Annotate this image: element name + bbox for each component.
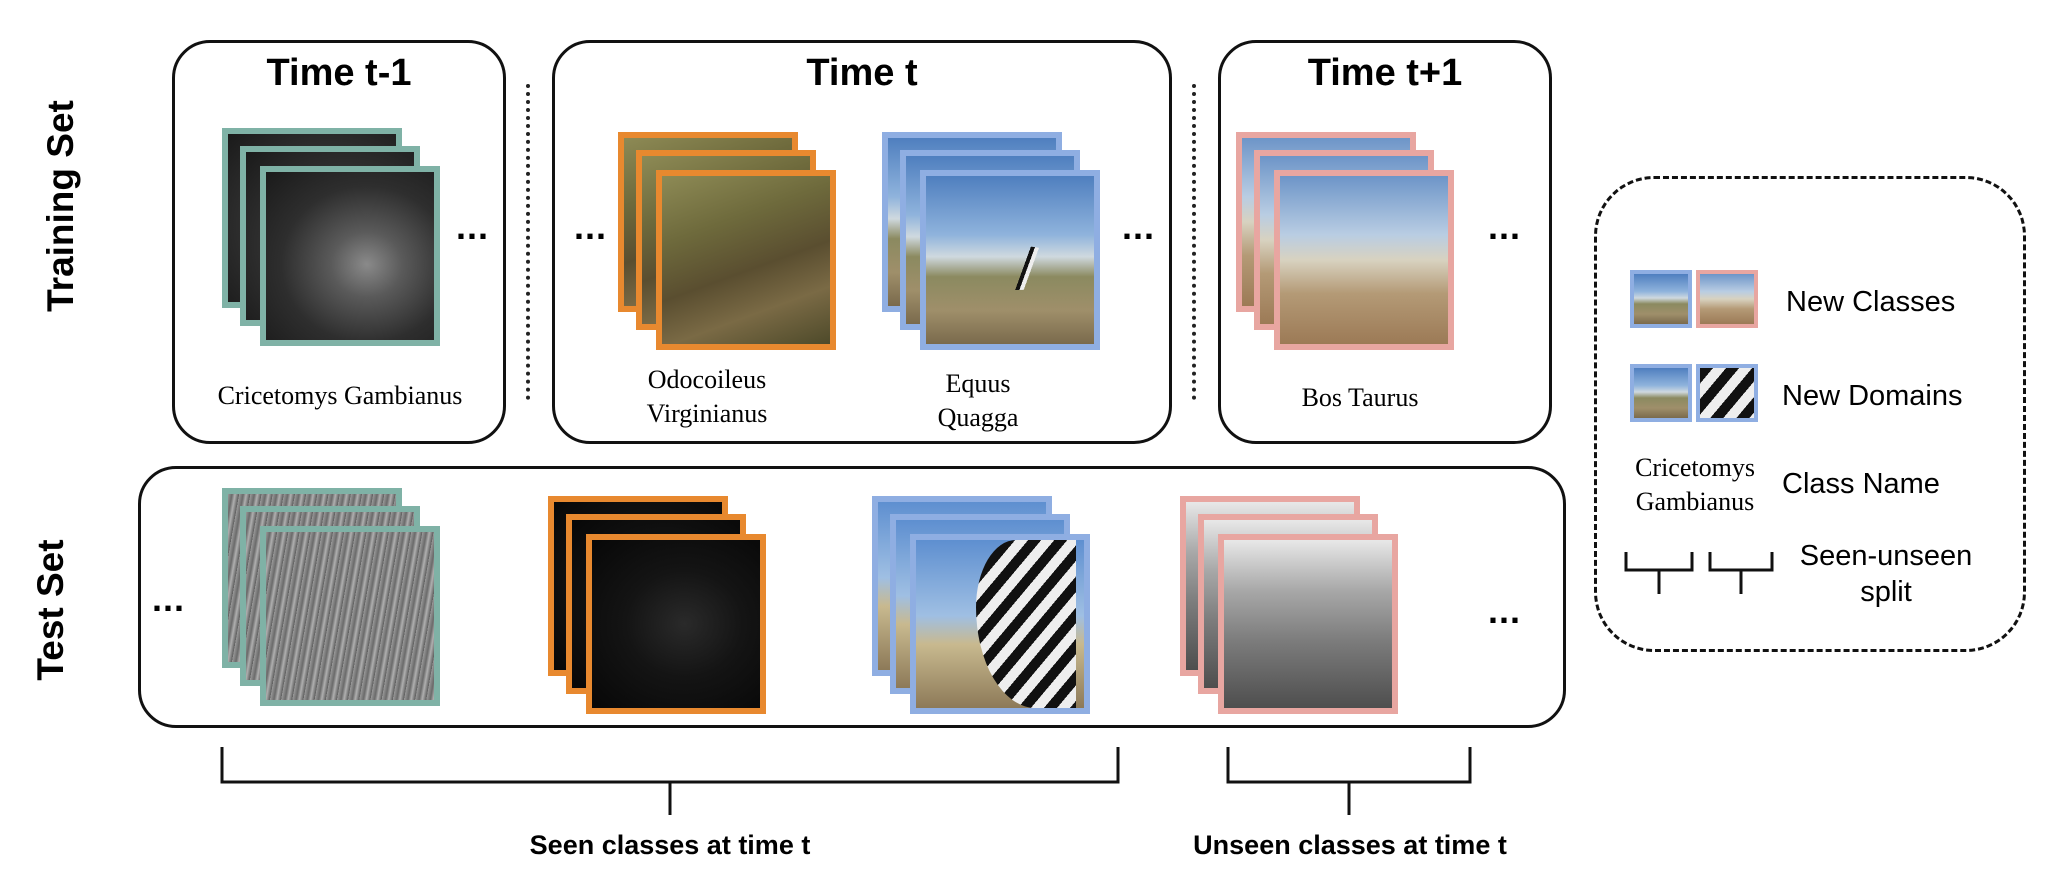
unseen-classes-label: Unseen classes at time t (1193, 830, 1507, 860)
test-stack-blue (872, 496, 1090, 714)
legend-class-name-example-line1: Cricetomys (1635, 453, 1755, 482)
time-t-minus-1-title: Time t-1 (266, 52, 412, 94)
legend-new-class-thumb-1 (1630, 270, 1692, 328)
legend-new-domains-label: New Domains (1782, 380, 1963, 412)
camera-trap-image (910, 534, 1090, 714)
species-odocoileus-line2: Virginianus (646, 399, 768, 428)
unseen-bracket (1226, 747, 1472, 815)
legend-class-name-label: Class Name (1782, 468, 1940, 500)
time-t-plus-1-title: Time t+1 (1307, 52, 1463, 94)
legend-new-domain-thumb-1 (1630, 364, 1692, 422)
test-stack-teal (222, 488, 440, 706)
species-bos: Bos Taurus (1301, 383, 1419, 412)
test-stack-orange (548, 496, 766, 714)
training-stack-odocoileus (618, 132, 836, 350)
camera-trap-image (656, 170, 836, 350)
ellipsis-train-3: ... (1122, 206, 1156, 247)
legend-split-label-line1: Seen-unseen (1799, 540, 1973, 572)
training-stack-bos (1236, 132, 1454, 350)
species-odocoileus-line1: Odocoileus (647, 365, 767, 394)
separator-dots-left (526, 84, 530, 400)
species-cricetomys: Cricetomys Gambianus (217, 381, 463, 410)
legend-split-label-line2: split (1860, 576, 1912, 608)
legend-box (1594, 176, 2026, 652)
training-stack-cricetomys (222, 128, 440, 346)
species-equus-line1: Equus (945, 369, 1011, 398)
ellipsis-train-1: ... (456, 206, 490, 247)
legend-new-domain-thumb-2 (1696, 364, 1758, 422)
legend-new-class-thumb-2 (1696, 270, 1758, 328)
camera-trap-image (260, 526, 440, 706)
legend-class-name-example-line2: Gambianus (1635, 487, 1755, 516)
ellipsis-train-2: ... (574, 206, 608, 247)
separator-dots-right (1192, 84, 1196, 400)
animal-silhouette (946, 246, 1066, 290)
seen-classes-label: Seen classes at time t (529, 830, 811, 860)
ellipsis-train-4: ... (1488, 206, 1522, 247)
training-stack-equus (882, 132, 1100, 350)
species-equus-line2: Quagga (937, 403, 1019, 432)
ellipsis-test-right: ... (1488, 590, 1522, 631)
camera-trap-image (260, 166, 440, 346)
test-stack-pink (1180, 496, 1398, 714)
camera-trap-image (1218, 534, 1398, 714)
camera-trap-image (1274, 170, 1454, 350)
time-t-title: Time t (806, 52, 918, 94)
seen-bracket (220, 747, 1120, 815)
camera-trap-image (920, 170, 1100, 350)
legend-new-classes-label: New Classes (1786, 286, 1956, 318)
camera-trap-image (586, 534, 766, 714)
ellipsis-test-left: ... (152, 578, 186, 619)
